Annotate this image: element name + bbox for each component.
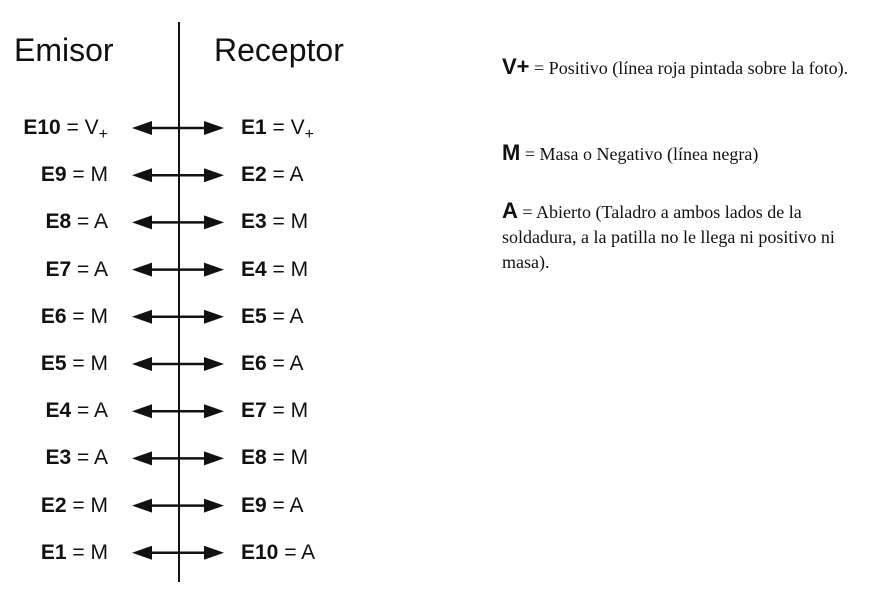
right-pin-label: E3 [241, 210, 267, 234]
right-pin-assignment: E5 = A [241, 304, 304, 328]
right-pin-value: A [301, 540, 316, 564]
right-pin-assignment: E8 = M [241, 446, 309, 470]
bidirectional-arrow [132, 262, 224, 277]
left-pin-label: E6 [40, 304, 67, 328]
left-pin-value: M [90, 163, 109, 187]
right-pin-value: M [290, 257, 309, 281]
left-pin-value: M [90, 540, 109, 564]
bidirectional-arrow [132, 404, 224, 419]
left-pin-value: A [93, 399, 108, 423]
right-pin-value: A [289, 493, 304, 517]
right-pin-label: E1 [241, 116, 267, 139]
right-pin-assignment: E4 = M [241, 257, 309, 281]
left-pin-assignment: E2 = M [40, 493, 109, 517]
right-pin-subscript: + [304, 126, 314, 144]
right-pin-value: V [290, 116, 305, 139]
left-pin-label: E10 [23, 116, 61, 139]
left-pin-value: M [90, 352, 109, 375]
bidirectional-arrow [132, 498, 224, 513]
right-pin-value: M [290, 210, 309, 234]
center-divider [178, 22, 180, 582]
right-pin-value: A [289, 352, 304, 375]
bidirectional-arrow [132, 309, 224, 324]
left-pin-assignment: E5 = M [40, 352, 109, 375]
legend-open: A = Abierto (Taladro a ambos lados de la… [502, 198, 862, 275]
bidirectional-arrow [132, 121, 224, 135]
left-pin-value: A [93, 257, 108, 281]
legend-symbol: A [502, 198, 518, 223]
left-pin-label: E8 [45, 210, 72, 234]
left-pin-value: V [84, 116, 99, 139]
left-pin-label: E2 [40, 493, 67, 517]
bidirectional-arrow [132, 545, 224, 560]
bidirectional-arrow [132, 451, 224, 466]
left-pin-value: A [93, 446, 108, 470]
right-pin-label: E4 [241, 257, 267, 281]
left-pin-label: E5 [40, 352, 67, 375]
left-pin-label: E9 [40, 163, 67, 187]
right-pin-label: E9 [241, 493, 267, 517]
left-pin-assignment: E7 = A [45, 257, 108, 281]
right-pin-value: A [289, 304, 304, 328]
right-pin-value: A [289, 163, 304, 187]
legend-text: = Masa o Negativo (línea negra) [520, 144, 759, 164]
legend-text: = Abierto (Taladro a ambos lados de la s… [502, 202, 835, 272]
right-pin-assignment: E9 = A [241, 493, 304, 517]
emisor-title: Emisor [14, 32, 114, 68]
right-pin-assignment: E10 = A [241, 540, 316, 564]
left-pin-assignment: E8 = A [45, 210, 108, 234]
right-pin-label: E7 [241, 399, 267, 423]
left-pin-assignment: E3 = A [45, 446, 108, 470]
right-pin-label: E6 [241, 352, 267, 375]
left-pin-subscript: + [98, 126, 108, 144]
right-pin-label: E10 [241, 540, 279, 564]
legend-symbol: M [502, 140, 521, 165]
left-pin-label: E4 [45, 399, 72, 423]
right-pin-label: E8 [241, 446, 267, 470]
bidirectional-arrow [132, 215, 224, 230]
left-pin-assignment: E10 = V+ [23, 116, 108, 144]
left-pin-value: M [90, 304, 109, 328]
right-pin-assignment: E2 = A [241, 163, 304, 187]
right-pin-assignment: E7 = M [241, 399, 309, 423]
legend-symbol: V+ [502, 54, 530, 79]
left-pin-assignment: E4 = A [45, 399, 108, 423]
legend-mass: M = Masa o Negativo (línea negra) [502, 140, 862, 167]
bidirectional-arrow [132, 168, 224, 183]
left-pin-label: E3 [45, 446, 72, 470]
legend-text: = Positivo (línea roja pintada sobre la … [529, 58, 849, 78]
right-pin-assignment: E1 = V+ [241, 116, 314, 144]
right-pin-label: E2 [241, 163, 267, 187]
right-pin-value: M [290, 446, 309, 470]
right-pin-assignment: E6 = A [241, 352, 304, 375]
left-pin-label: E1 [40, 540, 67, 564]
receptor-title: Receptor [214, 32, 344, 68]
right-pin-label: E5 [241, 304, 267, 328]
left-pin-assignment: E6 = M [40, 304, 109, 328]
left-pin-label: E7 [45, 257, 72, 281]
right-pin-value: M [290, 399, 309, 423]
legend-positive: V+ = Positivo (línea roja pintada sobre … [502, 54, 862, 81]
left-pin-value: A [93, 210, 108, 234]
left-pin-assignment: E1 = M [40, 540, 109, 564]
left-pin-assignment: E9 = M [40, 163, 109, 187]
left-pin-value: M [90, 493, 109, 517]
bidirectional-arrow [132, 357, 224, 371]
right-pin-assignment: E3 = M [241, 210, 309, 234]
